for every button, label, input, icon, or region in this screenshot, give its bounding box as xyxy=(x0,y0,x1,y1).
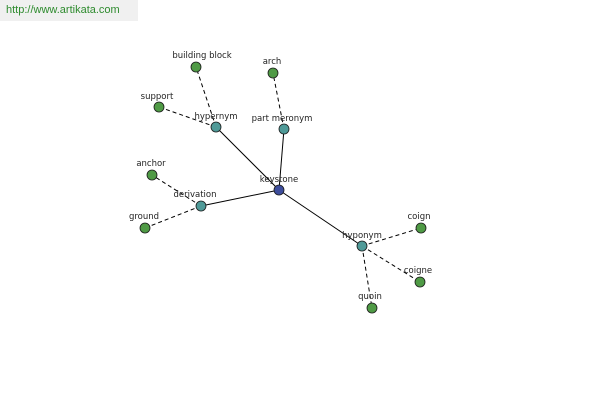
relation-node-hyponym-dot[interactable] xyxy=(356,240,368,252)
word-node-anchor-label: anchor xyxy=(136,159,166,169)
relation-node-derivation-label: derivation xyxy=(173,190,216,200)
word-node-quoin-dot[interactable] xyxy=(366,302,378,314)
graph-edges xyxy=(144,66,422,309)
relation-node-part-meronym-dot[interactable] xyxy=(278,123,290,135)
edge-hypernym-support xyxy=(158,106,217,128)
word-node-support-label: support xyxy=(141,92,174,102)
word-node-building-block-label: building block xyxy=(172,51,231,61)
watermark-url[interactable]: http://www.artikata.com xyxy=(6,4,120,16)
edge-hyponym-quoin xyxy=(361,245,373,309)
word-node-quoin-label: quoin xyxy=(358,292,382,302)
word-node-building-block-dot[interactable] xyxy=(190,61,202,73)
watermark-banner: http://www.artikata.com xyxy=(0,0,138,21)
word-node-coigne-dot[interactable] xyxy=(414,276,426,288)
word-node-ground-dot[interactable] xyxy=(139,222,151,234)
word-node-support[interactable]: support xyxy=(141,92,174,113)
word-node-arch[interactable]: arch xyxy=(263,57,282,79)
relation-node-hypernym-dot[interactable] xyxy=(210,121,222,133)
edge-hypernym-building-block xyxy=(195,66,217,128)
edge-derivation-ground xyxy=(144,205,202,229)
relation-node-hyponym-label: hyponym xyxy=(342,231,382,241)
graph-nodes: building block support arch anchor ground coi… xyxy=(129,51,432,314)
relation-node-derivation[interactable]: derivation xyxy=(173,190,217,212)
word-node-arch-label: arch xyxy=(263,57,282,67)
word-node-coign[interactable]: coign xyxy=(407,212,431,234)
word-node-arch-dot[interactable] xyxy=(267,67,279,79)
word-node-ground[interactable]: ground xyxy=(129,212,159,234)
relation-node-hypernym[interactable]: hypernym xyxy=(194,112,238,133)
word-node-coign-dot[interactable] xyxy=(415,222,427,234)
word-node-anchor-dot[interactable] xyxy=(146,169,158,181)
center-node-keystone-label: keystone xyxy=(260,175,298,185)
word-node-anchor[interactable]: anchor xyxy=(136,159,166,181)
relation-node-part-meronym-label: part meronym xyxy=(252,114,313,124)
edge-keystone-hypernym xyxy=(215,126,280,191)
relation-node-part-meronym[interactable]: part meronym xyxy=(252,114,313,135)
center-node-keystone-dot[interactable] xyxy=(273,184,285,196)
edge-hyponym-coign xyxy=(361,227,422,247)
relation-node-hypernym-label: hypernym xyxy=(194,112,237,122)
edge-derivation-anchor xyxy=(151,174,202,207)
relation-node-hyponym[interactable]: hyponym xyxy=(342,231,382,252)
center-node-keystone[interactable]: keystone xyxy=(260,175,298,196)
word-node-building-block[interactable]: building block xyxy=(172,51,232,73)
relation-node-derivation-dot[interactable] xyxy=(195,200,207,212)
edge-hyponym-coigne xyxy=(361,245,421,283)
word-node-coign-label: coign xyxy=(407,212,430,222)
word-node-quoin[interactable]: quoin xyxy=(358,292,382,314)
edge-keystone-hyponym xyxy=(278,189,363,247)
word-node-coigne[interactable]: coigne xyxy=(404,266,432,288)
word-node-coigne-label: coigne xyxy=(404,266,432,276)
edge-keystone-derivation xyxy=(200,189,280,207)
word-node-ground-label: ground xyxy=(129,212,159,222)
edge-part-meronym-arch xyxy=(272,72,285,130)
word-node-support-dot[interactable] xyxy=(153,101,165,113)
edge-keystone-part-meronym xyxy=(278,128,285,191)
